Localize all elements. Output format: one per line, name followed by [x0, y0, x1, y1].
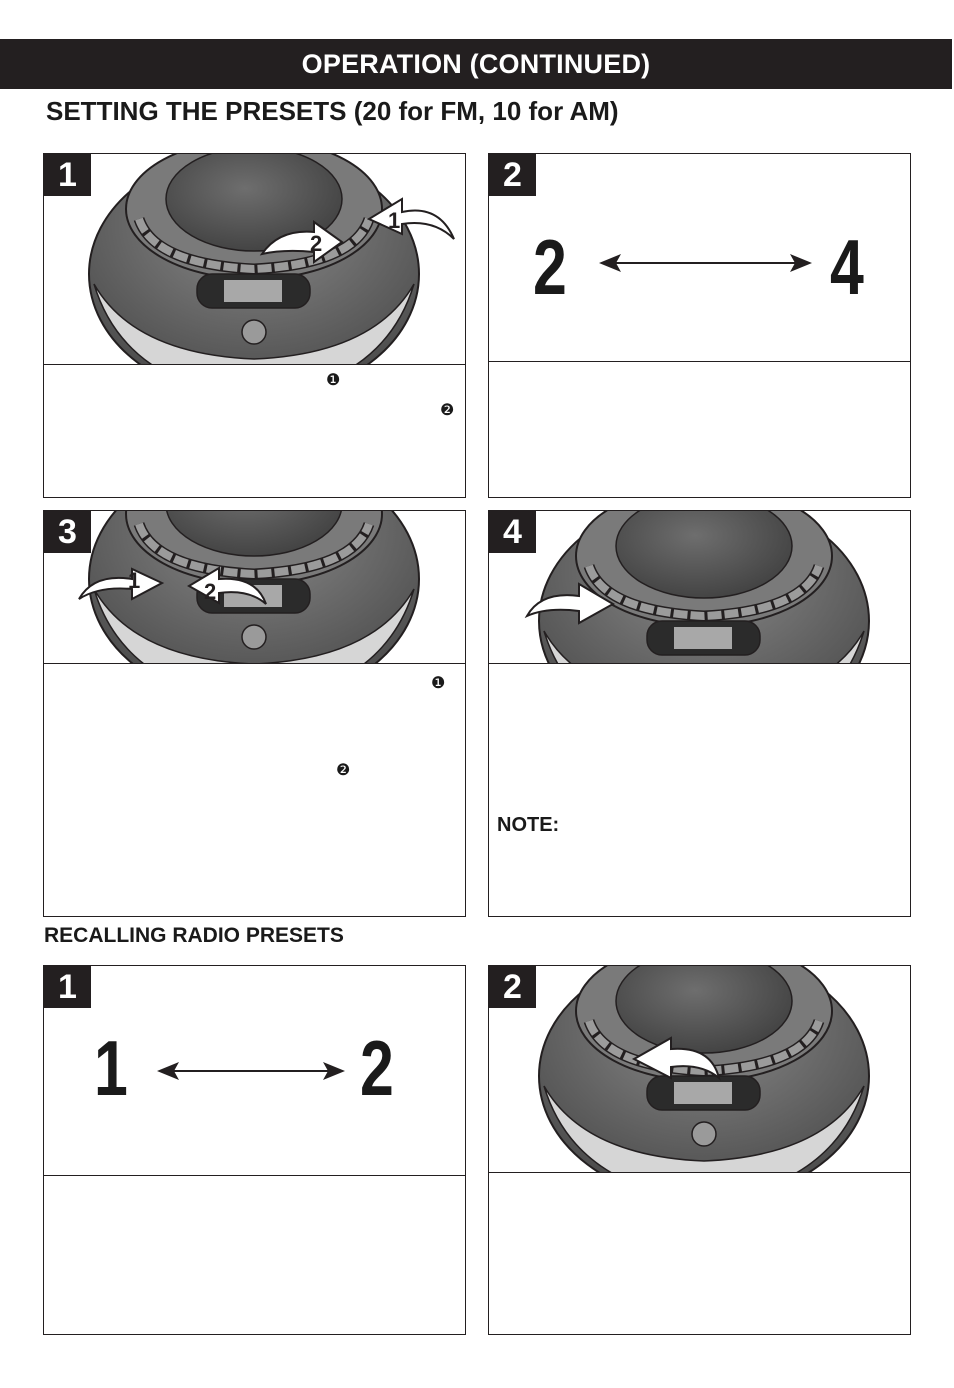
- device-illustration: 1 2: [44, 511, 465, 664]
- marker-1: ❶: [431, 673, 446, 692]
- note-label: NOTE:: [497, 814, 560, 836]
- arrow-label-1: 1: [388, 208, 400, 233]
- recall-title: RECALLING RADIO PRESETS: [44, 924, 344, 947]
- header-bar: OPERATION (CONTINUED): [0, 39, 952, 89]
- recall-step-1-panel: 1 1 2: [43, 965, 466, 1335]
- range-start-digit: 1: [94, 1024, 128, 1112]
- arrow-label-2: 2: [204, 579, 216, 604]
- preset-step-1-panel: 1 2 1 ❶ ❷: [43, 153, 466, 498]
- preset-step-4-panel: 4 NOTE:: [488, 510, 911, 917]
- step-number: 2: [489, 154, 536, 196]
- device-illustration: 2 1: [44, 154, 465, 365]
- preset-step-2-panel: 2 2 4: [488, 153, 911, 498]
- value-range-figure: 2 4: [489, 154, 910, 362]
- header-title: OPERATION (CONTINUED): [301, 48, 651, 79]
- device-illustration: [489, 966, 910, 1173]
- section-title: SETTING THE PRESETS (20 for FM, 10 for A…: [46, 96, 619, 126]
- step-number: 1: [44, 154, 91, 196]
- double-arrow-icon: [599, 254, 812, 272]
- value-range-figure: 1 2: [44, 966, 465, 1176]
- preset-step-3-panel: 3 1 2 ❶ ❷: [43, 510, 466, 917]
- device-illustration: [489, 511, 910, 664]
- double-arrow-icon: [157, 1062, 345, 1080]
- range-start-digit: 2: [533, 223, 567, 311]
- arrow-label-1: 1: [128, 568, 140, 593]
- range-end-digit: 4: [830, 223, 864, 311]
- range-end-digit: 2: [360, 1024, 394, 1112]
- arrow-label-2: 2: [310, 231, 322, 256]
- marker-1: ❶: [326, 370, 341, 389]
- step-number: 4: [489, 511, 536, 553]
- marker-2: ❷: [440, 400, 455, 419]
- recall-step-2-panel: 2: [488, 965, 911, 1335]
- marker-2: ❷: [336, 760, 351, 779]
- step-number: 1: [44, 966, 91, 1008]
- step-number: 3: [44, 511, 91, 553]
- step-number: 2: [489, 966, 536, 1008]
